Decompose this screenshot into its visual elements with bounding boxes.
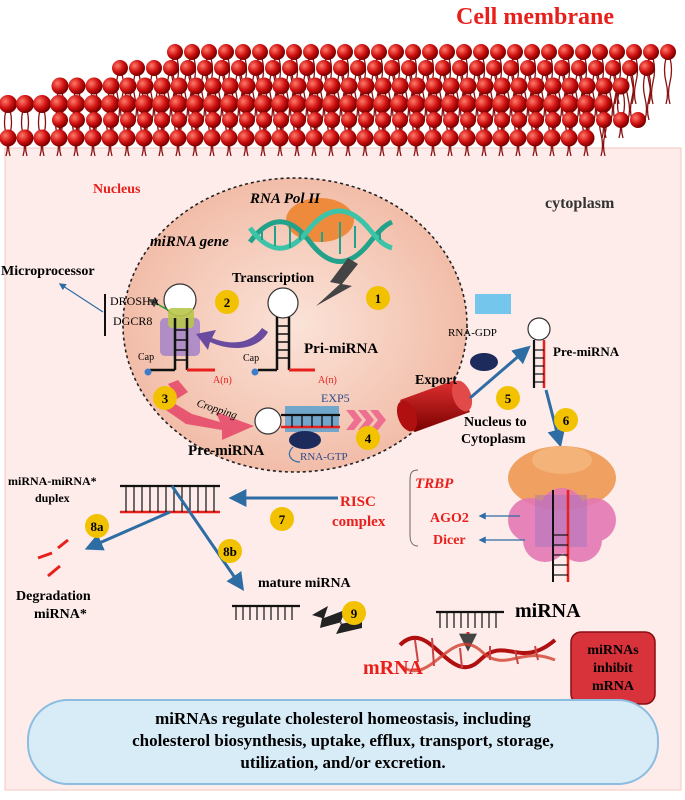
mature-mirna-label: mature miRNA	[258, 576, 352, 591]
inhibit-label-3: mRNA	[592, 679, 635, 694]
transcription-arrow	[316, 258, 358, 306]
risc-label-2: complex	[332, 514, 386, 530]
export-arrow-5	[469, 345, 531, 400]
micro-polya-label: A(n)	[213, 375, 232, 386]
cell-membrane	[0, 44, 676, 157]
nuclear-pore-cylinder	[396, 380, 473, 432]
arrow-9	[312, 606, 362, 634]
cytoplasm-label: cytoplasm	[545, 195, 615, 212]
cropping-arrow	[160, 380, 254, 440]
pre-mirna-cyto-label: Pre-miRNA	[553, 344, 620, 359]
mirna-gene-label: miRNA gene	[150, 234, 229, 250]
nucleus-to-cyto-2: Cytoplasm	[461, 432, 526, 447]
step-label-8a: 8a	[91, 519, 105, 534]
ago2-label: AGO2	[430, 511, 469, 526]
inhibit-label-2: inhibit	[593, 661, 633, 676]
step-badge-3	[153, 386, 177, 410]
step-badge-1	[366, 286, 390, 310]
diagram-title: Cell membrane	[456, 4, 614, 30]
step-label-2: 2	[224, 295, 231, 310]
pri-cap-label: Cap	[243, 353, 259, 364]
step-label-9: 9	[351, 606, 358, 621]
pre-mirna-nucleus	[254, 406, 340, 463]
mature-mirna-strand	[232, 604, 300, 620]
drosha-label: DROSHA	[110, 294, 160, 308]
pri-mirna-label: Pri-miRNA	[304, 341, 378, 357]
binding-arrow	[196, 328, 268, 350]
risc-label-1: RISC	[340, 494, 376, 510]
step-label-7: 7	[279, 512, 286, 527]
arrow-6	[544, 389, 566, 448]
mirna-on-mrna	[436, 610, 504, 652]
ran-gdp-shape	[470, 353, 498, 371]
pri-mirna-hairpin	[251, 287, 315, 376]
step-badge-6	[554, 408, 578, 432]
step-badge-9	[342, 601, 366, 625]
step-label-1: 1	[375, 291, 382, 306]
arrow-8b	[170, 485, 245, 591]
step-badges: 1 2 3 4 5 6 7 8a 8b 9	[85, 286, 578, 625]
mirna-label: miRNA	[515, 600, 581, 622]
trbp-label: TRBP	[415, 476, 454, 492]
microprocessor-complex	[104, 283, 215, 376]
rna-gdp-square	[475, 294, 511, 314]
risc-complex	[409, 446, 616, 582]
pri-polya-label: A(n)	[318, 375, 337, 386]
nucleus-label: Nucleus	[93, 182, 141, 197]
transcription-label: Transcription	[232, 271, 314, 286]
step-label-5: 5	[505, 391, 512, 406]
step-label-6: 6	[563, 413, 570, 428]
pre-mirna-cytoplasm	[527, 317, 551, 388]
duplex-label-1: miRNA-miRNA*	[8, 474, 97, 488]
degradation-label-2: miRNA*	[34, 607, 87, 622]
rna-gdp-label: RNA-GDP	[448, 327, 497, 339]
dicer-label: Dicer	[433, 533, 466, 548]
export-label: Export	[415, 373, 457, 388]
rna-pol-ii-label: RNA Pol II	[249, 191, 321, 207]
micro-cap-label: Cap	[138, 352, 154, 363]
step-label-8b: 8b	[223, 544, 237, 559]
dgcr8-label: DGCR8	[113, 314, 152, 328]
summary-line-2: cholesterol biosynthesis, uptake, efflux…	[132, 731, 554, 750]
step-badge-8a	[85, 514, 109, 538]
exp5-label: EXP5	[321, 391, 350, 405]
step-badge-8b	[218, 539, 242, 563]
summary-line-3: utilization, and/or excretion.	[240, 753, 445, 772]
step-badge-7	[270, 507, 294, 531]
step-badge-5	[496, 386, 520, 410]
dna-helix	[247, 208, 394, 264]
microprocessor-pointer	[58, 283, 104, 313]
summary-box	[27, 699, 659, 785]
nucleus	[122, 177, 468, 473]
export-chevrons	[346, 410, 386, 430]
step-label-4: 4	[365, 431, 372, 446]
nucleus-to-cyto-1: Nucleus to	[464, 415, 527, 430]
pre-mirna-nucleus-label: Pre-miRNA	[188, 443, 265, 459]
arrow-8a	[84, 510, 171, 551]
degraded-fragments	[37, 538, 69, 578]
mrna-strand	[398, 635, 557, 673]
degradation-label-1: Degradation	[16, 589, 91, 604]
step-badge-4	[356, 426, 380, 450]
summary-line-1: miRNAs regulate cholesterol homeostasis,…	[155, 709, 531, 728]
step-badge-2	[215, 290, 239, 314]
step-label-3: 3	[162, 391, 169, 406]
duplex-label-2: duplex	[35, 491, 70, 505]
rna-gtp-label: RNA-GTP	[300, 451, 348, 463]
mrna-label: mRNA	[363, 657, 424, 679]
inhibit-label-1: miRNAs	[587, 643, 639, 658]
microprocessor-label: Microprocessor	[1, 264, 95, 279]
